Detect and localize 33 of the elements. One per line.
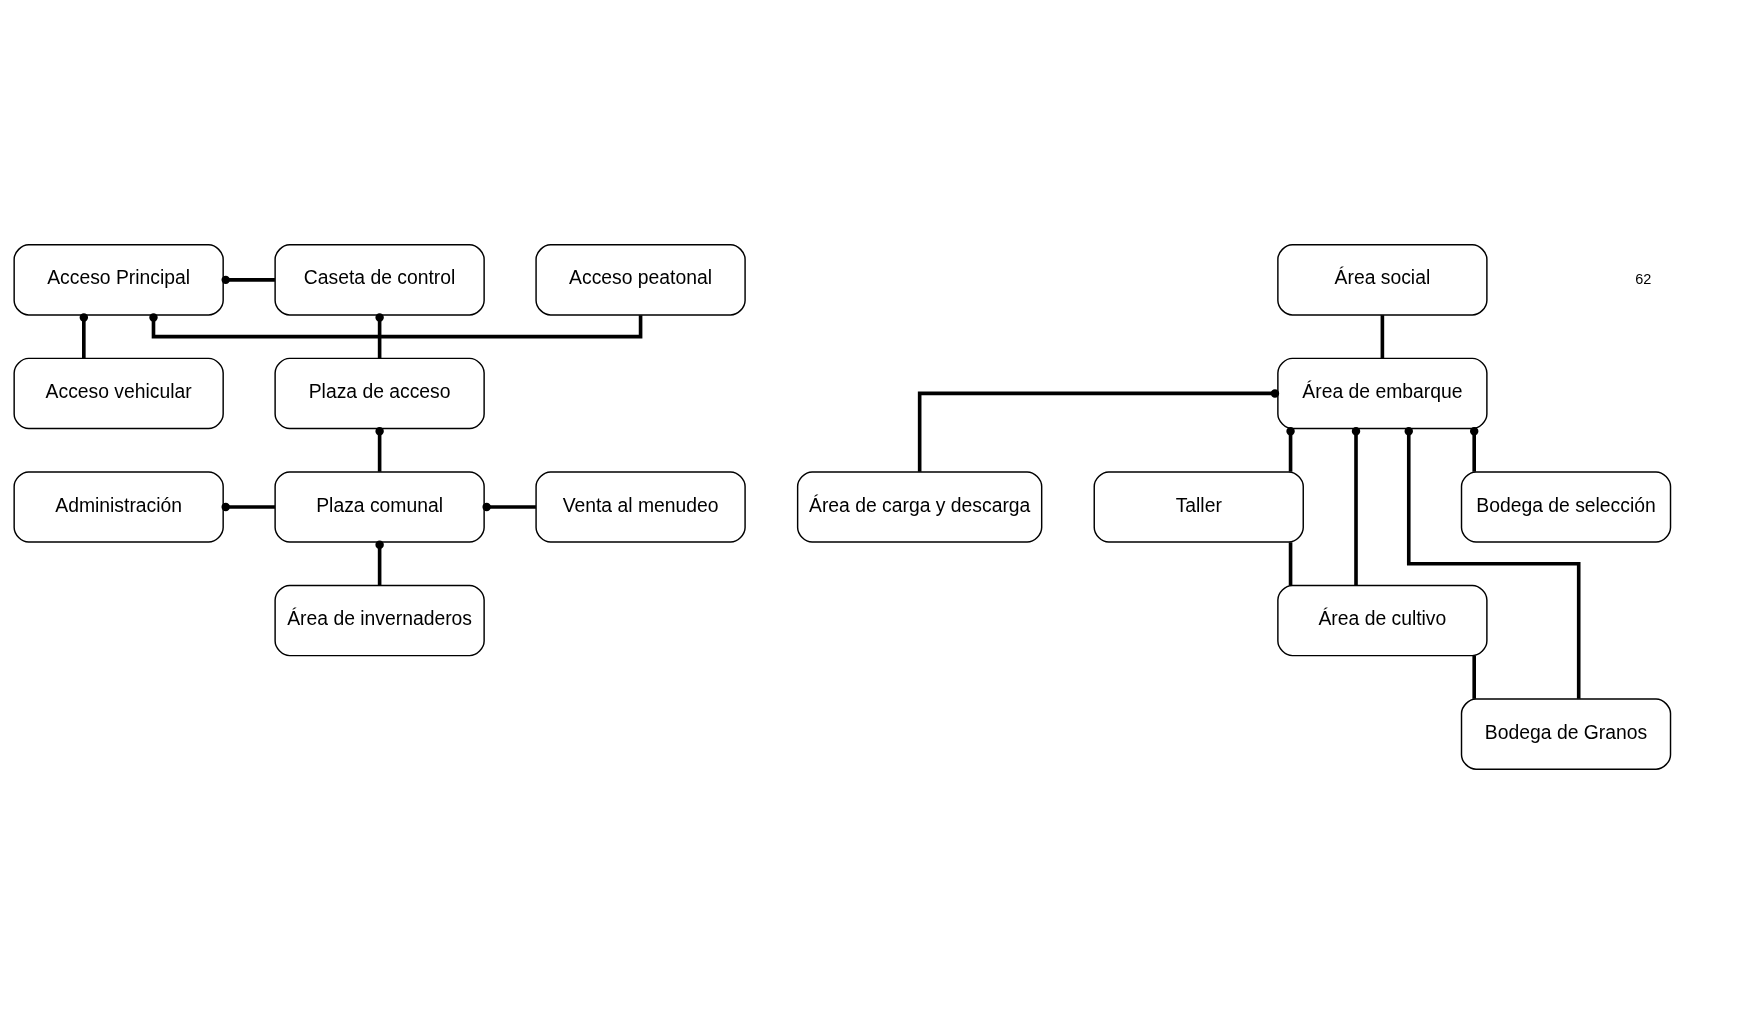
node-box: Caseta de control xyxy=(274,244,485,316)
node-box: Administración xyxy=(13,471,224,543)
node-box: Área de invernaderos xyxy=(274,584,485,657)
connector xyxy=(1288,542,1293,586)
connector xyxy=(375,540,384,586)
connector xyxy=(917,389,1280,472)
connector xyxy=(1351,427,1361,586)
node-box: Bodega de Granos xyxy=(1460,698,1672,770)
connector xyxy=(482,502,536,512)
node-box: Bodega de selección xyxy=(1460,471,1672,543)
connector xyxy=(1472,655,1476,699)
connector xyxy=(1380,315,1385,359)
connector xyxy=(1286,426,1295,472)
connector xyxy=(1404,426,1581,699)
node-box: Acceso vehicular xyxy=(13,357,224,430)
connector xyxy=(149,313,643,339)
node-box: Área de carga y descarga xyxy=(796,471,1043,543)
node-box: Acceso peatonal xyxy=(535,244,746,316)
connector xyxy=(375,426,384,472)
node-box: Taller xyxy=(1093,471,1304,543)
node-box: Plaza comunal xyxy=(274,471,485,543)
node-box: Área de cultivo xyxy=(1277,584,1488,657)
connector xyxy=(221,502,275,512)
node-box: Área de embarque xyxy=(1277,357,1488,430)
connector xyxy=(221,275,275,285)
node-box: Venta al menudeo xyxy=(535,471,746,543)
connector xyxy=(1469,426,1479,472)
label: 62 xyxy=(1635,270,1652,287)
connector xyxy=(375,313,384,359)
connector xyxy=(79,313,89,359)
node-box: Plaza de acceso xyxy=(274,357,485,430)
node-box: Acceso Principal xyxy=(13,244,224,316)
node-box: Área social xyxy=(1277,244,1488,316)
